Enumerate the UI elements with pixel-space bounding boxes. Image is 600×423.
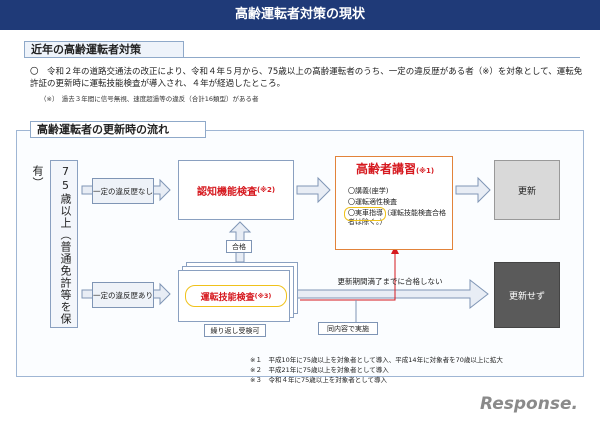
cond-violation: 一定の違反歴あり <box>92 282 154 308</box>
no-renew-box: 更新せず <box>494 262 560 328</box>
course-item-onroad: 〇実車指導（運転技能検査合格者は除く。） <box>348 209 446 226</box>
section-header-renewal-flow: 高齢運転者の更新時の流れ <box>30 121 206 138</box>
cognitive-test-label: 認知機能検査 <box>196 186 257 198</box>
senior-course-mark: (※1) <box>415 167 435 175</box>
footnote-1: ※１ 平成10年に75歳以上を対象者として導入、平成14年に対象者を70歳以上に… <box>250 356 503 364</box>
skills-test-label: 運転技能検査 <box>200 292 255 303</box>
applicant-label: 75歳以上（普通免許等を保有） <box>31 165 72 325</box>
course-item-aptitude: 〇運転適性検査 <box>348 198 397 206</box>
arrow-icon <box>391 246 399 254</box>
page-title: 高齢運転者対策の現状 <box>0 0 600 30</box>
footnote-3: ※３ 令和４年に75歳以上を対象者として導入 <box>250 376 388 384</box>
footnote-2: ※２ 平成21年に75歳以上を対象者として導入 <box>250 366 389 374</box>
course-item-highlight <box>344 207 386 221</box>
senior-course-title: 高齢者講習(※1) <box>336 160 454 177</box>
flow-panel <box>16 130 584 377</box>
section-divider <box>24 57 580 58</box>
section-header-recent-measures: 近年の高齢運転者対策 <box>24 41 184 58</box>
connector-line <box>300 250 396 301</box>
skills-test-box: 運転技能検査(※3) <box>178 270 290 322</box>
cognitive-test-mark: (※2) <box>256 186 276 194</box>
cond-no-violation: 一定の違反歴なし <box>92 178 154 204</box>
intro-note: （※） 過去３年間に信号無視、速度超過等の違反（合計16類型）がある者 <box>40 95 259 103</box>
response-logo: Response. <box>480 394 578 414</box>
renew-box: 更新 <box>494 160 560 220</box>
applicant-box: 75歳以上（普通免許等を保有） <box>31 160 78 328</box>
arrow-icon <box>296 278 489 310</box>
course-item-lecture: 〇講義(座学) <box>348 187 389 195</box>
same-content-label: 同内容で実施 <box>318 322 378 335</box>
intro-text: 〇 令和２年の道路交通法の改正により、令和４年５月から、75歳以上の高齢運転者の… <box>30 67 583 89</box>
skills-test-highlight: 運転技能検査(※3) <box>185 285 287 307</box>
senior-course-box: 高齢者講習(※1) 〇講義(座学) 〇運転適性検査 〇実車指導（運転技能検査合格… <box>335 156 453 250</box>
retake-label: 繰り返し受検可 <box>204 324 266 337</box>
until-expiry-label: 更新期間満了までに合格しない <box>337 277 443 286</box>
pass-label: 合格 <box>226 240 252 253</box>
arrow-icon <box>455 176 491 204</box>
skills-test-mark: (※3) <box>254 292 272 300</box>
cognitive-test-box: 認知機能検査(※2) <box>178 160 294 220</box>
arrow-icon <box>296 176 331 204</box>
senior-course-title-text: 高齢者講習 <box>355 162 416 176</box>
